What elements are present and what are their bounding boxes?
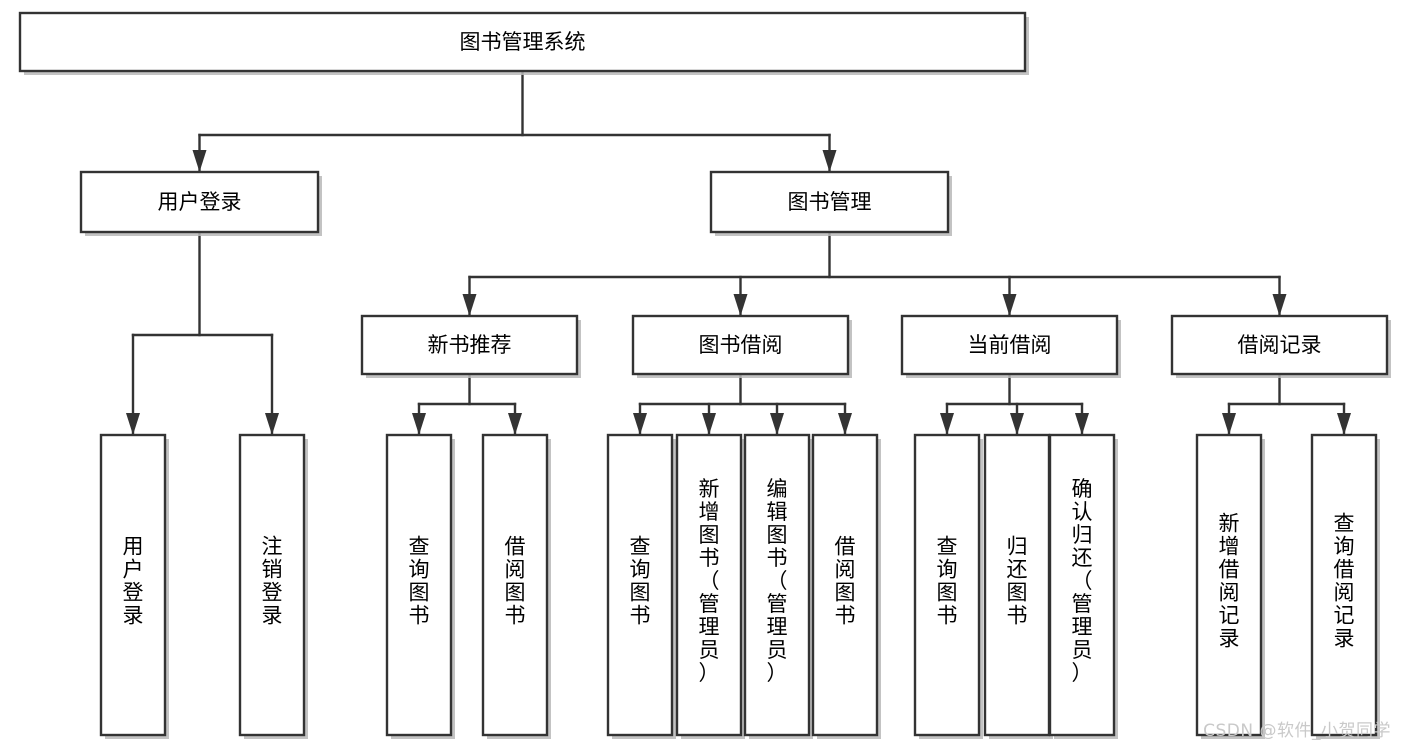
node-label: 查询图书 (409, 535, 430, 628)
node-box[interactable] (1195, 433, 1263, 737)
node-box[interactable] (900, 314, 1119, 376)
node-box[interactable] (1170, 314, 1389, 376)
node-label: 借阅记录 (1238, 333, 1322, 357)
node-box[interactable] (360, 314, 579, 376)
node-label: 确认归还（管理员） (1072, 477, 1093, 685)
node-new-book-recommend[interactable]: 新书推荐 (360, 314, 581, 378)
arrow-head-icon (822, 150, 837, 172)
node-leaf-edit-book[interactable]: 编辑图书（管理员） (743, 433, 813, 739)
csdn-watermark: CSDN @软件_小贺同学 (1203, 721, 1391, 741)
node-label: 借阅图书 (505, 535, 526, 628)
node-label: 用户登录 (158, 190, 242, 214)
node-leaf-query-record[interactable]: 查询借阅记录 (1310, 433, 1380, 739)
node-label: 编辑图书（管理员） (767, 477, 788, 685)
node-box[interactable] (1048, 433, 1116, 737)
node-label: 查询图书 (937, 535, 958, 628)
arrow-head-icon (462, 294, 477, 316)
arrow-head-icon (733, 294, 748, 316)
node-box[interactable] (481, 433, 549, 737)
node-box[interactable] (983, 433, 1051, 737)
arrow-head-icon (1010, 413, 1024, 435)
node-leaf-query-book-1[interactable]: 查询图书 (385, 433, 455, 739)
node-root[interactable]: 图书管理系统 (18, 11, 1029, 75)
node-book-borrow[interactable]: 图书借阅 (631, 314, 852, 378)
arrow-head-icon (940, 413, 954, 435)
node-box[interactable] (238, 433, 306, 737)
node-box[interactable] (811, 433, 879, 737)
node-layer: 图书管理系统用户登录图书管理新书推荐图书借阅当前借阅借阅记录用户登录注销登录查询… (18, 11, 1391, 739)
node-box[interactable] (709, 170, 950, 234)
node-box[interactable] (675, 433, 743, 737)
arrow-head-icon (265, 413, 279, 435)
node-leaf-query-book-3[interactable]: 查询图书 (913, 433, 983, 739)
node-leaf-user-login[interactable]: 用户登录 (99, 433, 169, 739)
node-label: 注销登录 (262, 535, 283, 628)
node-box[interactable] (99, 433, 167, 737)
node-leaf-borrow-book-1[interactable]: 借阅图书 (481, 433, 551, 739)
node-label: 查询图书 (630, 535, 651, 628)
node-label: 新增图书（管理员） (699, 477, 720, 685)
arrow-head-icon (770, 413, 784, 435)
node-leaf-add-record[interactable]: 新增借阅记录 (1195, 433, 1265, 739)
node-box[interactable] (18, 11, 1027, 73)
node-user-login[interactable]: 用户登录 (79, 170, 322, 236)
node-label: 图书管理系统 (460, 30, 586, 54)
node-current-borrow[interactable]: 当前借阅 (900, 314, 1121, 378)
node-label: 用户登录 (123, 535, 144, 628)
node-box[interactable] (79, 170, 320, 234)
node-leaf-borrow-book-2[interactable]: 借阅图书 (811, 433, 881, 739)
arrow-head-icon (508, 413, 522, 435)
node-leaf-confirm-return[interactable]: 确认归还（管理员） (1048, 433, 1118, 739)
arrow-head-icon (126, 413, 140, 435)
arrow-head-icon (633, 413, 647, 435)
arrow-head-icon (1337, 413, 1351, 435)
node-label: 图书管理 (788, 190, 872, 214)
arrow-head-icon (412, 413, 426, 435)
arrow-head-icon (1075, 413, 1089, 435)
node-label: 新书推荐 (428, 333, 512, 357)
arrow-head-icon (1272, 294, 1287, 316)
arrow-head-icon (1222, 413, 1236, 435)
node-leaf-query-book-2[interactable]: 查询图书 (606, 433, 676, 739)
node-borrow-record[interactable]: 借阅记录 (1170, 314, 1391, 378)
node-box[interactable] (1310, 433, 1378, 737)
node-label: 图书借阅 (699, 333, 783, 357)
node-box[interactable] (913, 433, 981, 737)
node-book-manage[interactable]: 图书管理 (709, 170, 952, 236)
node-label: 借阅图书 (835, 535, 856, 628)
node-leaf-return-book[interactable]: 归还图书 (983, 433, 1053, 739)
node-leaf-logout[interactable]: 注销登录 (238, 433, 308, 739)
node-box[interactable] (631, 314, 850, 376)
node-label: 归还图书 (1007, 535, 1028, 628)
arrow-head-icon (1002, 294, 1017, 316)
node-box[interactable] (743, 433, 811, 737)
arrow-head-icon (838, 413, 852, 435)
node-label: 新增借阅记录 (1219, 512, 1240, 651)
node-box[interactable] (606, 433, 674, 737)
arrow-head-icon (702, 413, 716, 435)
connector-layer (126, 69, 1351, 435)
arrow-head-icon (192, 150, 207, 172)
node-label: 查询借阅记录 (1334, 512, 1355, 651)
node-box[interactable] (385, 433, 453, 737)
node-label: 当前借阅 (968, 333, 1052, 357)
node-leaf-add-book[interactable]: 新增图书（管理员） (675, 433, 745, 739)
